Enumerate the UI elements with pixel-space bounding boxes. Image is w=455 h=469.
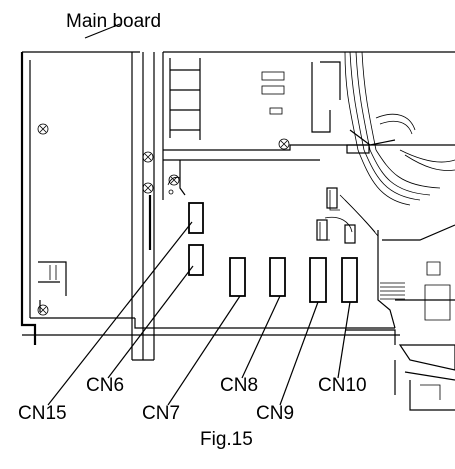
cn6-label: CN6 [86,375,124,396]
leader-cn6 [107,265,194,379]
leader-cn8 [241,295,281,379]
screw-icon [168,174,180,186]
figure-caption: Fig.15 [200,429,253,450]
main-board-label: Main board [66,11,161,32]
connector-cn7 [229,257,246,297]
connector-cn15 [188,202,204,234]
cn7-label: CN7 [142,403,180,424]
leader-cn10 [337,301,351,379]
cn10-label: CN10 [318,375,367,396]
mount-hole [168,189,174,195]
cn15-label: CN15 [18,403,67,424]
leader-lines [47,23,351,406]
connector-cn8 [269,257,286,297]
connector-cn6 [188,244,204,276]
cn8-label: CN8 [220,375,258,396]
chassis-outline [20,51,455,411]
screws [37,123,290,316]
leader-main-board [84,23,121,39]
screw-icon [278,138,290,150]
screw-icon [142,151,154,163]
connector-cn10 [341,257,358,303]
cn9-label: CN9 [256,403,294,424]
screw-icon [37,304,49,316]
leader-cn9 [279,301,319,406]
screw-icon [142,182,154,194]
cable-bundle [316,51,455,244]
leader-cn7 [167,295,241,406]
connector-cn9 [309,257,327,303]
leader-cn15 [47,221,193,406]
connectors [188,202,358,303]
screw-icon [37,123,49,135]
